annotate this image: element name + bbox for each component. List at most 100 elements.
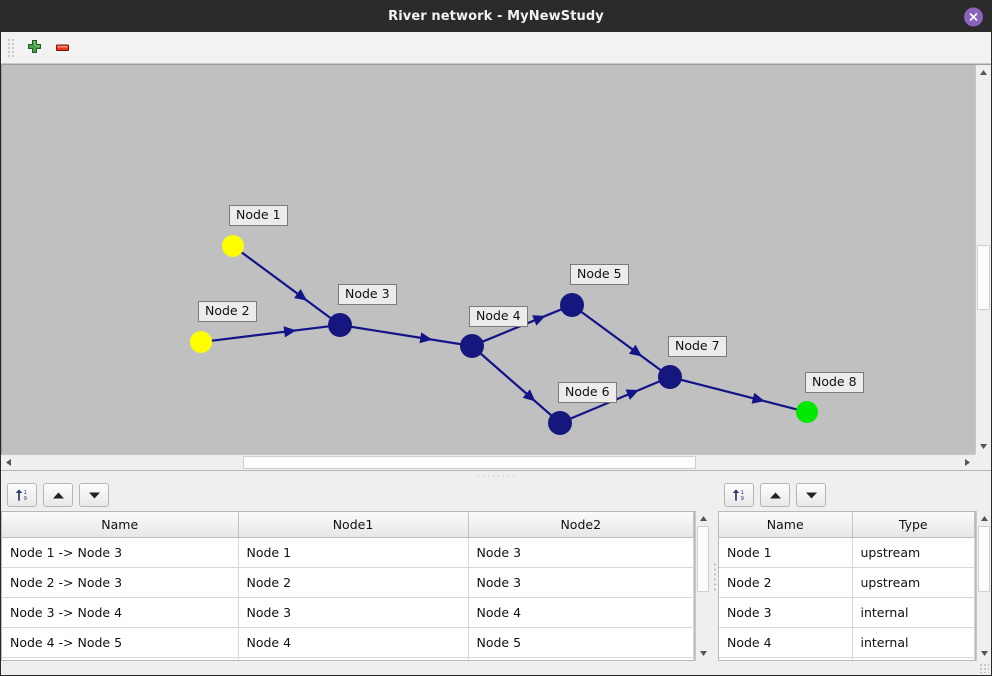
branches-cell[interactable]: Node 5 <box>468 627 694 657</box>
scroll-left-icon[interactable] <box>1 455 16 470</box>
nodes-vscroll-thumb[interactable] <box>978 526 990 592</box>
nodes-cell[interactable]: internal <box>852 627 975 657</box>
nodes-cell[interactable]: upstream <box>852 537 975 567</box>
branches-column-header[interactable]: Name <box>2 512 238 537</box>
branches-cell[interactable]: Node 4 <box>468 597 694 627</box>
nodes-arrow-down-icon[interactable] <box>796 483 826 507</box>
canvas-vscroll-track[interactable] <box>976 80 991 439</box>
branches-cell[interactable]: Node 1 -> Node 3 <box>2 537 238 567</box>
graph-node-label-node-1[interactable]: Node 1 <box>229 205 288 226</box>
nodes-table-row[interactable]: Node 1upstream <box>719 537 975 567</box>
nodes-column-header[interactable]: Type <box>852 512 975 537</box>
add-node-icon[interactable] <box>21 35 47 61</box>
canvas-vertical-scrollbar[interactable] <box>975 64 991 454</box>
graph-node-node-2[interactable] <box>190 331 212 353</box>
edge-arrow-icon <box>294 289 307 301</box>
nodes-arrow-up-icon[interactable] <box>760 483 790 507</box>
graph-node-label-node-5[interactable]: Node 5 <box>570 264 629 285</box>
branches-cell[interactable]: Node 1 <box>238 537 468 567</box>
scroll-right-icon[interactable] <box>960 455 975 470</box>
branches-table-container[interactable]: NameNode1Node2 Node 1 -> Node 3Node 1Nod… <box>1 511 695 661</box>
nodes-table-container[interactable]: NameType Node 1upstreamNode 2upstreamNod… <box>718 511 976 661</box>
branches-table-row[interactable]: Node 2 -> Node 3Node 2Node 3 <box>2 567 694 597</box>
vertical-splitter[interactable] <box>710 479 718 675</box>
nodes-cell[interactable]: upstream <box>852 567 975 597</box>
toolbar-grip[interactable] <box>7 38 15 58</box>
branches-vscroll-thumb[interactable] <box>697 526 709 592</box>
nodes-vertical-scrollbar[interactable] <box>976 511 991 661</box>
nodes-cell[interactable]: internal <box>852 597 975 627</box>
arrow-up-icon[interactable] <box>43 483 73 507</box>
horizontal-splitter[interactable] <box>1 470 991 479</box>
branches-scroll-up-icon[interactable] <box>696 511 710 526</box>
arrow-down-icon[interactable] <box>79 483 109 507</box>
nodes-table-row[interactable]: Node 4internal <box>719 627 975 657</box>
canvas-vscroll-thumb[interactable] <box>977 245 990 310</box>
graph-node-node-6[interactable] <box>548 411 572 435</box>
canvas-horizontal-scrollbar[interactable] <box>1 454 975 470</box>
nodes-cell[interactable]: Node 2 <box>719 567 852 597</box>
scroll-down-icon[interactable] <box>976 439 991 454</box>
graph-node-node-1[interactable] <box>222 235 244 257</box>
nodes-cell[interactable]: Node 3 <box>719 597 852 627</box>
branches-column-header[interactable]: Node1 <box>238 512 468 537</box>
main-toolbar <box>1 32 991 64</box>
branches-column-header[interactable]: Node2 <box>468 512 694 537</box>
network-canvas[interactable]: Node 1 Node 2 Node 3 Node 4 Node 5 Node 6 Node… <box>1 64 975 454</box>
edge-Node3-Node4[interactable] <box>351 327 461 345</box>
canvas-hscroll-thumb[interactable] <box>243 456 696 469</box>
graph-node-node-5[interactable] <box>560 293 584 317</box>
branches-vertical-scrollbar[interactable] <box>695 511 710 661</box>
edge-Node5-Node7[interactable] <box>581 312 661 371</box>
edge-arrow-icon <box>629 345 642 357</box>
nodes-scroll-down-icon[interactable] <box>977 646 991 661</box>
branches-cell[interactable]: Node 2 <box>238 567 468 597</box>
branches-cell[interactable]: Node 2 -> Node 3 <box>2 567 238 597</box>
edge-Node7-Node8[interactable] <box>681 380 798 410</box>
delete-node-icon[interactable] <box>49 35 75 61</box>
branches-cell[interactable]: Node 3 -> Node 4 <box>2 597 238 627</box>
scroll-up-icon[interactable] <box>976 65 991 80</box>
splitter-grip <box>476 474 516 477</box>
graph-node-node-7[interactable] <box>658 365 682 389</box>
edge-Node2-Node3[interactable] <box>211 326 329 340</box>
nodes-panel-footer <box>718 661 991 675</box>
graph-node-node-4[interactable] <box>460 334 484 358</box>
graph-node-label-node-3[interactable]: Node 3 <box>338 284 397 305</box>
branches-cell[interactable]: Node 4 -> Node 5 <box>2 627 238 657</box>
nodes-scroll-up-icon[interactable] <box>977 511 991 526</box>
branches-table-row[interactable]: Node 1 -> Node 3Node 1Node 3 <box>2 537 694 567</box>
graph-node-label-node-8[interactable]: Node 8 <box>805 372 864 393</box>
nodes-column-header[interactable]: Name <box>719 512 852 537</box>
branches-cell[interactable]: Node 3 <box>468 567 694 597</box>
branches-header-row: NameNode1Node2 <box>2 512 694 537</box>
nodes-sort-ascending-icon[interactable]: 1 9 <box>724 483 754 507</box>
nodes-table-row[interactable]: Node 3internal <box>719 597 975 627</box>
graph-node-label-node-7[interactable]: Node 7 <box>668 336 727 357</box>
nodes-toolbar: 1 9 <box>718 479 991 511</box>
branches-vscroll-track[interactable] <box>696 526 710 646</box>
graph-node-node-8[interactable] <box>796 401 818 423</box>
nodes-vscroll-track[interactable] <box>977 526 991 646</box>
branches-table-row[interactable]: Node 3 -> Node 4Node 3Node 4 <box>2 597 694 627</box>
graph-node-label-node-4[interactable]: Node 4 <box>469 306 528 327</box>
graph-node-label-node-6[interactable]: Node 6 <box>558 382 617 403</box>
nodes-table-row[interactable]: Node 2upstream <box>719 567 975 597</box>
branches-cell[interactable]: Node 3 <box>238 597 468 627</box>
svg-text:9: 9 <box>741 496 745 502</box>
graph-node-label-node-2[interactable]: Node 2 <box>198 301 257 322</box>
sort-ascending-icon[interactable]: 1 9 <box>7 483 37 507</box>
nodes-cell[interactable]: Node 4 <box>719 627 852 657</box>
edge-arrow-icon <box>284 326 297 337</box>
close-icon[interactable] <box>964 7 983 26</box>
branches-cell[interactable]: Node 4 <box>238 627 468 657</box>
canvas-hscroll-track[interactable] <box>16 455 960 470</box>
branches-cell[interactable]: Node 3 <box>468 537 694 567</box>
graph-node-node-3[interactable] <box>328 313 352 337</box>
branches-table-row[interactable]: Node 4 -> Node 5Node 4Node 5 <box>2 627 694 657</box>
nodes-cell[interactable]: Node 1 <box>719 537 852 567</box>
edge-Node4-Node6[interactable] <box>480 353 551 416</box>
window-resize-grip[interactable] <box>979 663 989 673</box>
branches-scroll-down-icon[interactable] <box>696 646 710 661</box>
